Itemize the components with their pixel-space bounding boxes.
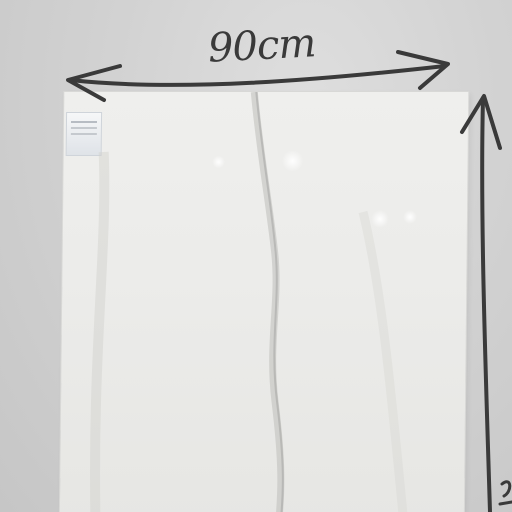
width-label: 90cm <box>206 20 317 72</box>
partial-mark <box>498 480 512 506</box>
marble-veins <box>90 92 410 512</box>
width-arrow <box>66 50 450 102</box>
marble-tile <box>59 92 469 512</box>
height-arrow <box>460 94 502 512</box>
